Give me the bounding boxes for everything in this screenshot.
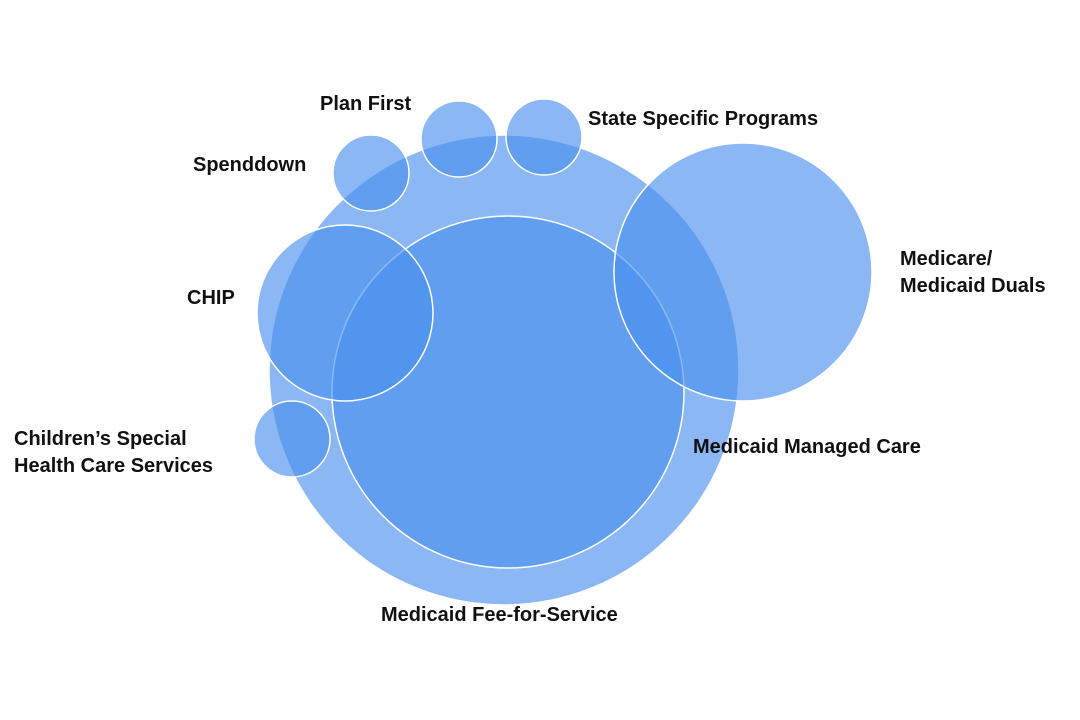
label-cshcs: Children’s Special Health Care Services	[14, 426, 213, 480]
label-cshcs-line1: Children’s Special	[14, 428, 187, 450]
circle-cshcs	[253, 400, 331, 478]
label-cshcs-line2: Health Care Services	[14, 455, 214, 477]
label-fee-for-service: Medicaid Fee-for-Service	[381, 604, 618, 626]
label-duals-line1: Medicare/	[900, 248, 993, 270]
label-spenddown: Spenddown	[193, 154, 307, 176]
circle-plan-first	[420, 100, 498, 178]
circle-spenddown	[332, 134, 410, 212]
label-chip: CHIP	[187, 287, 235, 309]
circle-state-specific	[505, 98, 583, 176]
label-duals: Medicare/ Medicaid Duals	[900, 246, 1046, 300]
label-state-specific: State Specific Programs	[588, 108, 819, 130]
label-plan-first: Plan First	[320, 93, 412, 115]
circle-duals	[613, 142, 873, 402]
label-managed-care: Medicaid Managed Care	[693, 436, 921, 458]
circle-chip	[256, 224, 434, 402]
label-duals-line2: Medicaid Duals	[900, 275, 1046, 297]
